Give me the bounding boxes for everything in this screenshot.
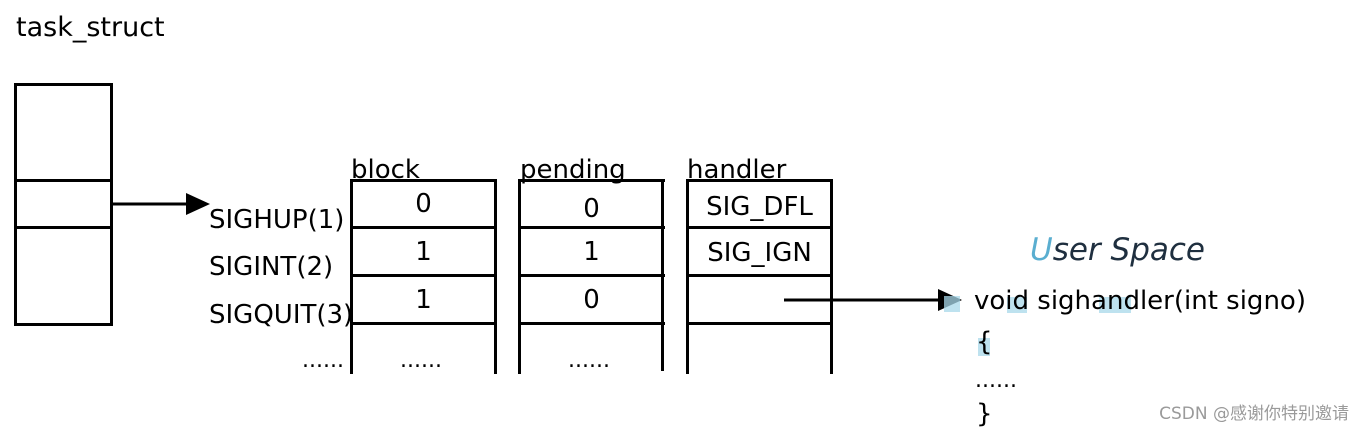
user-space-title: User Space (1030, 235, 1205, 266)
table-row-line (686, 226, 833, 229)
pending-value-sighup: 0 (583, 194, 600, 224)
task-struct-outline (14, 83, 113, 326)
task-to-signals-arrowhead (186, 193, 210, 215)
table-row-line (350, 226, 497, 229)
table-row-line (350, 274, 497, 277)
table-column-line (686, 179, 689, 374)
handler-value-sighup: SIG_DFL (706, 192, 813, 222)
code-line-ellipsis: ...... (975, 368, 1017, 393)
table-row-line (350, 179, 497, 182)
signal-label-sigint: SIGINT(2) (209, 252, 334, 282)
table-column-line (494, 179, 497, 374)
code-line-open-brace: { (976, 327, 993, 357)
table-column-line (350, 179, 353, 374)
selection-highlight (1007, 297, 1027, 313)
signal-label-sighup: SIGHUP(1) (209, 205, 345, 235)
watermark: CSDN @感谢你特别邀请 (1159, 404, 1349, 424)
pending-header: pending (520, 155, 626, 185)
table-column-line (830, 179, 833, 374)
pending-value-sigint: 1 (583, 237, 600, 267)
table-column-line (518, 179, 521, 374)
selection-highlight (944, 296, 960, 312)
code-line-close-brace: } (976, 399, 993, 429)
user-space-title-initial: U (1030, 232, 1053, 268)
table-row-line (518, 274, 665, 277)
signal-label-sigquit: SIGQUIT(3) (209, 300, 354, 330)
handler-value-sigint: SIG_IGN (707, 238, 812, 268)
selection-highlight (978, 338, 990, 356)
pending-ellipsis: ...... (568, 348, 610, 373)
block-value-sighup: 0 (415, 189, 432, 219)
table-row-line (350, 322, 497, 325)
table-column-line (661, 179, 664, 371)
code-line-signature: void sighandler(int signo) (974, 286, 1306, 316)
table-row-line (518, 226, 665, 229)
table-row-line (686, 274, 833, 277)
block-value-sigint: 1 (415, 237, 432, 267)
handler-header: handler (687, 155, 787, 185)
task-struct-divider (14, 226, 113, 229)
table-row-line (686, 179, 833, 182)
pending-value-sigquit: 0 (583, 285, 600, 315)
table-row-line (686, 322, 833, 325)
block-header: block (351, 155, 420, 185)
selection-highlight (1099, 297, 1131, 313)
task-struct-title: task_struct (16, 12, 165, 43)
block-ellipsis: ...... (400, 348, 442, 373)
table-row-line (518, 322, 665, 325)
task-struct-divider (14, 179, 113, 182)
table-row-line (518, 179, 665, 182)
user-space-title-rest: ser Space (1052, 232, 1205, 268)
signal-ellipsis: ...... (302, 348, 344, 373)
block-value-sigquit: 1 (415, 285, 432, 315)
